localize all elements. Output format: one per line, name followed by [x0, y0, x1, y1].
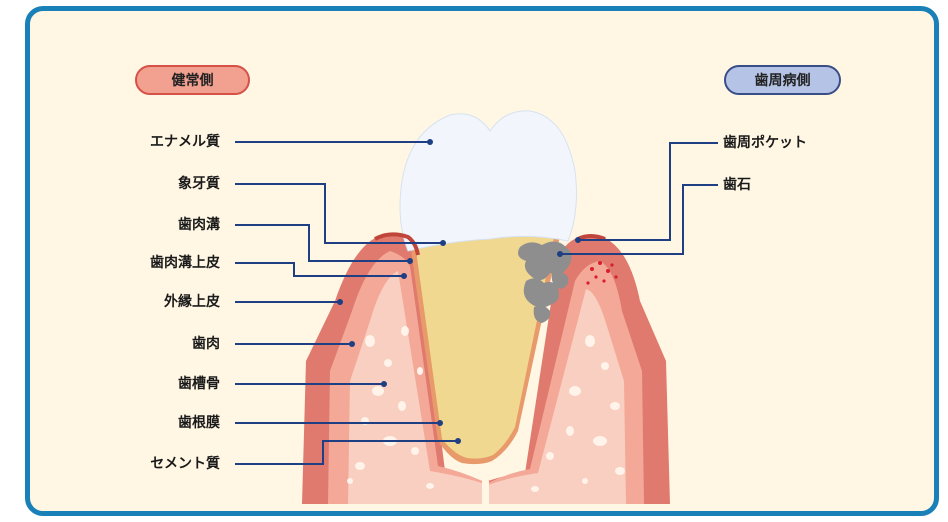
label-periodontal-ligament: 歯根膜: [178, 413, 220, 433]
label-periodontal-pocket: 歯周ポケット: [723, 133, 807, 153]
label-enamel: エナメル質: [150, 132, 220, 152]
label-gingival-sulcus: 歯肉溝: [178, 215, 220, 235]
label-tartar: 歯石: [723, 175, 751, 195]
label-cementum: セメント質: [150, 454, 220, 474]
enamel-crown: [400, 111, 576, 251]
label-gingiva: 歯肉: [192, 334, 220, 354]
diagram-frame: 健常側 歯周病側: [25, 6, 939, 516]
label-outer-epithelium: 外縁上皮: [164, 292, 220, 312]
label-sulcular-epithelium: 歯肉溝上皮: [150, 253, 220, 273]
label-dentin: 象牙質: [178, 174, 220, 194]
label-alveolar-bone: 歯槽骨: [178, 374, 220, 394]
